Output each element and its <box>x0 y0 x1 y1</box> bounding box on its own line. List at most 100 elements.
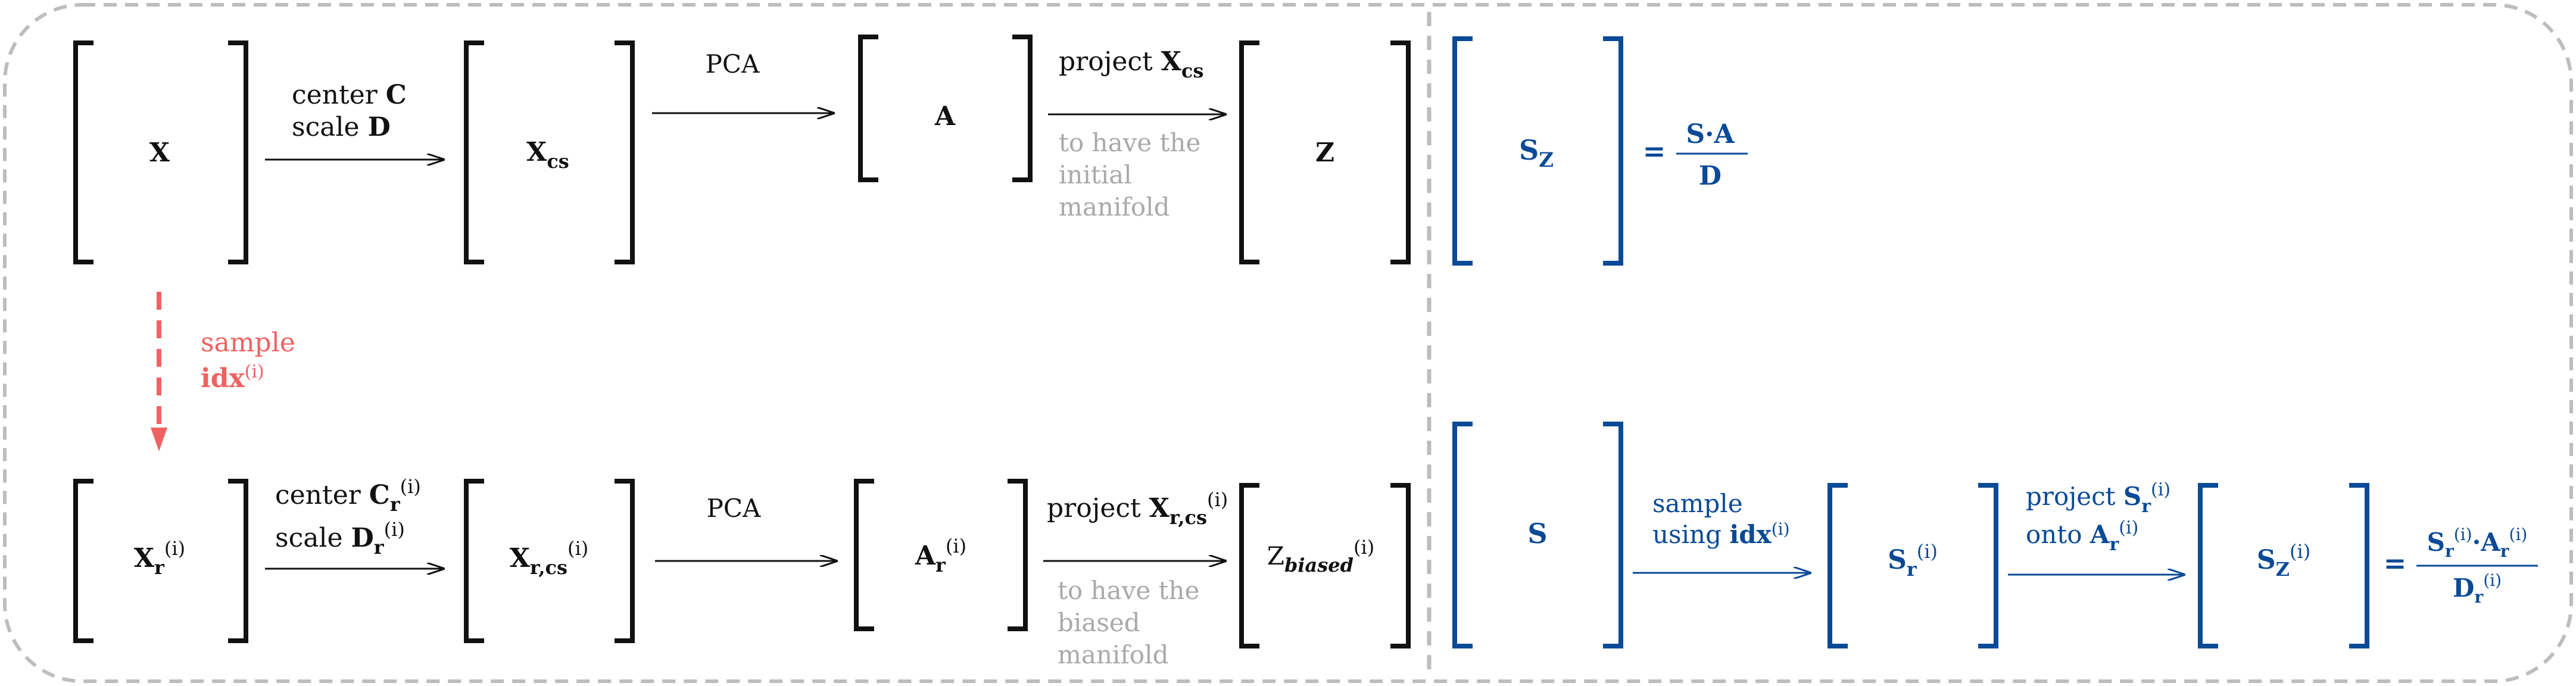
project-r-base: S <box>2123 482 2141 511</box>
scale-r-sub: r <box>374 536 385 559</box>
bracket-right <box>615 479 635 643</box>
scale-symbol: D <box>368 112 391 142</box>
bracket-right <box>1390 483 1411 648</box>
bracket-left <box>2198 483 2218 648</box>
onto-word: onto <box>2026 520 2082 549</box>
note-b-line-2: biased <box>1058 608 1140 637</box>
svg-text:project Xr,cs(i): project Xr,cs(i) <box>1047 488 1228 529</box>
pca-top-label: PCA <box>706 49 760 79</box>
sz-base: S <box>1519 134 1539 166</box>
sz-formula: = S·A D <box>1643 119 1748 191</box>
num-a: A <box>2480 528 2501 557</box>
bracket-left <box>1239 483 1259 648</box>
bracket-left <box>1827 483 1848 648</box>
sz-sub: Z <box>1539 148 1554 172</box>
bracket-left <box>1452 36 1473 266</box>
num-dot: · <box>2472 528 2481 557</box>
ar-base: A <box>915 541 936 571</box>
bracket-right <box>1603 422 1623 648</box>
sample-arrowhead <box>151 428 167 451</box>
bracket-right <box>2349 483 2369 648</box>
sz-numerator: S·A <box>1686 119 1735 149</box>
svg-text:onto Ar(i): onto Ar(i) <box>2026 517 2138 555</box>
matrix-z-label: Z <box>1315 138 1334 168</box>
num-s: S <box>2427 528 2445 557</box>
den-base: D <box>2453 573 2474 603</box>
svg-text:Xcs: Xcs <box>526 137 569 173</box>
xrcs-sup: (i) <box>567 537 588 560</box>
sample-using-label: sample using idx(i) <box>1652 489 1790 549</box>
note-line-2: initial <box>1059 160 1132 189</box>
initial-manifold-note: to have the initial manifold <box>1059 128 1200 222</box>
bracket-left <box>858 35 878 182</box>
matrix-s-label: S <box>1527 517 1547 550</box>
matrix-xrcs: Xr,cs(i) <box>464 479 635 643</box>
project-top-base: X <box>1161 46 1182 77</box>
sample-idx: idx <box>201 363 245 394</box>
sr-sup: (i) <box>1917 540 1938 563</box>
project-onto-label: project Sr(i) onto Ar(i) <box>2026 479 2170 555</box>
szr-sub: Z <box>2276 558 2290 581</box>
using-idx-sup: (i) <box>1772 519 1790 539</box>
matrix-z: Z <box>1239 40 1411 264</box>
center-scale-r-label: center Cr(i) scale Dr(i) <box>275 475 421 559</box>
svg-text:scale D: scale D <box>292 112 391 142</box>
project-top-sub: cs <box>1181 60 1204 82</box>
num-s-sup: (i) <box>2454 525 2472 544</box>
center-r-sub: r <box>390 493 401 516</box>
xcs-sub: cs <box>547 150 569 173</box>
bracket-left <box>854 479 874 631</box>
outer-dashed-border <box>3 3 2573 683</box>
matrix-szr: SZ(i) <box>2198 483 2369 648</box>
szr-formula: = Sr(i)·Ar(i) Dr(i) <box>2384 525 2538 607</box>
matrix-ar: Ar(i) <box>854 479 1028 631</box>
szr-equals: = <box>2384 547 2407 579</box>
center-word: center <box>292 80 378 110</box>
bracket-left <box>464 40 484 264</box>
svg-text:center C: center C <box>292 80 407 110</box>
szr-base: S <box>2257 545 2276 575</box>
svg-text:Sr(i): Sr(i) <box>1888 540 1938 581</box>
matrix-zbiased: Zbiased(i) <box>1239 483 1411 648</box>
project-r-word: project <box>2026 482 2116 511</box>
onto-sub: r <box>2109 534 2119 555</box>
xr-base: X <box>134 543 155 573</box>
biased-manifold-note: to have the biased manifold <box>1058 576 1199 669</box>
sz-equals: = <box>1643 135 1666 167</box>
bracket-left <box>1239 40 1259 264</box>
sz-denominator: D <box>1699 161 1722 191</box>
using-idx: idx <box>1729 520 1772 549</box>
bracket-right <box>228 40 248 264</box>
sample-idx-label: sample idx(i) <box>201 328 295 394</box>
sample-idx-sup: (i) <box>245 361 264 382</box>
pca-bottom-label: PCA <box>707 494 761 523</box>
sr-sub: r <box>1907 558 1917 581</box>
num-a-sub: r <box>2500 541 2510 561</box>
xr-sub: r <box>154 556 165 579</box>
zb-sub: biased <box>1284 554 1354 576</box>
svg-text:Xr,cs(i): Xr,cs(i) <box>510 537 589 579</box>
bracket-left <box>73 479 93 643</box>
matrix-x: X <box>73 40 248 264</box>
xcs-base: X <box>526 137 547 167</box>
xr-sup: (i) <box>164 537 185 560</box>
svg-text:SZ(i): SZ(i) <box>2257 540 2310 581</box>
project-top-word: project <box>1059 46 1153 77</box>
szr-sup: (i) <box>2290 540 2310 563</box>
note-b-line-1: to have the <box>1058 576 1199 605</box>
matrix-a-label: A <box>934 101 956 132</box>
svg-text:Ar(i): Ar(i) <box>915 535 966 576</box>
bracket-right <box>1978 483 1998 648</box>
ar-sup: (i) <box>946 535 966 557</box>
bracket-left <box>73 40 93 264</box>
project-bottom-sup: (i) <box>1207 488 1228 511</box>
zb-sup: (i) <box>1354 536 1374 559</box>
bracket-right <box>228 479 248 643</box>
den-sub: r <box>2474 587 2484 607</box>
ar-sub: r <box>935 554 946 576</box>
note-b-line-3: manifold <box>1058 640 1169 669</box>
note-line-3: manifold <box>1059 192 1170 222</box>
scale-word: scale <box>292 112 360 142</box>
note-line-1: to have the <box>1059 128 1200 157</box>
